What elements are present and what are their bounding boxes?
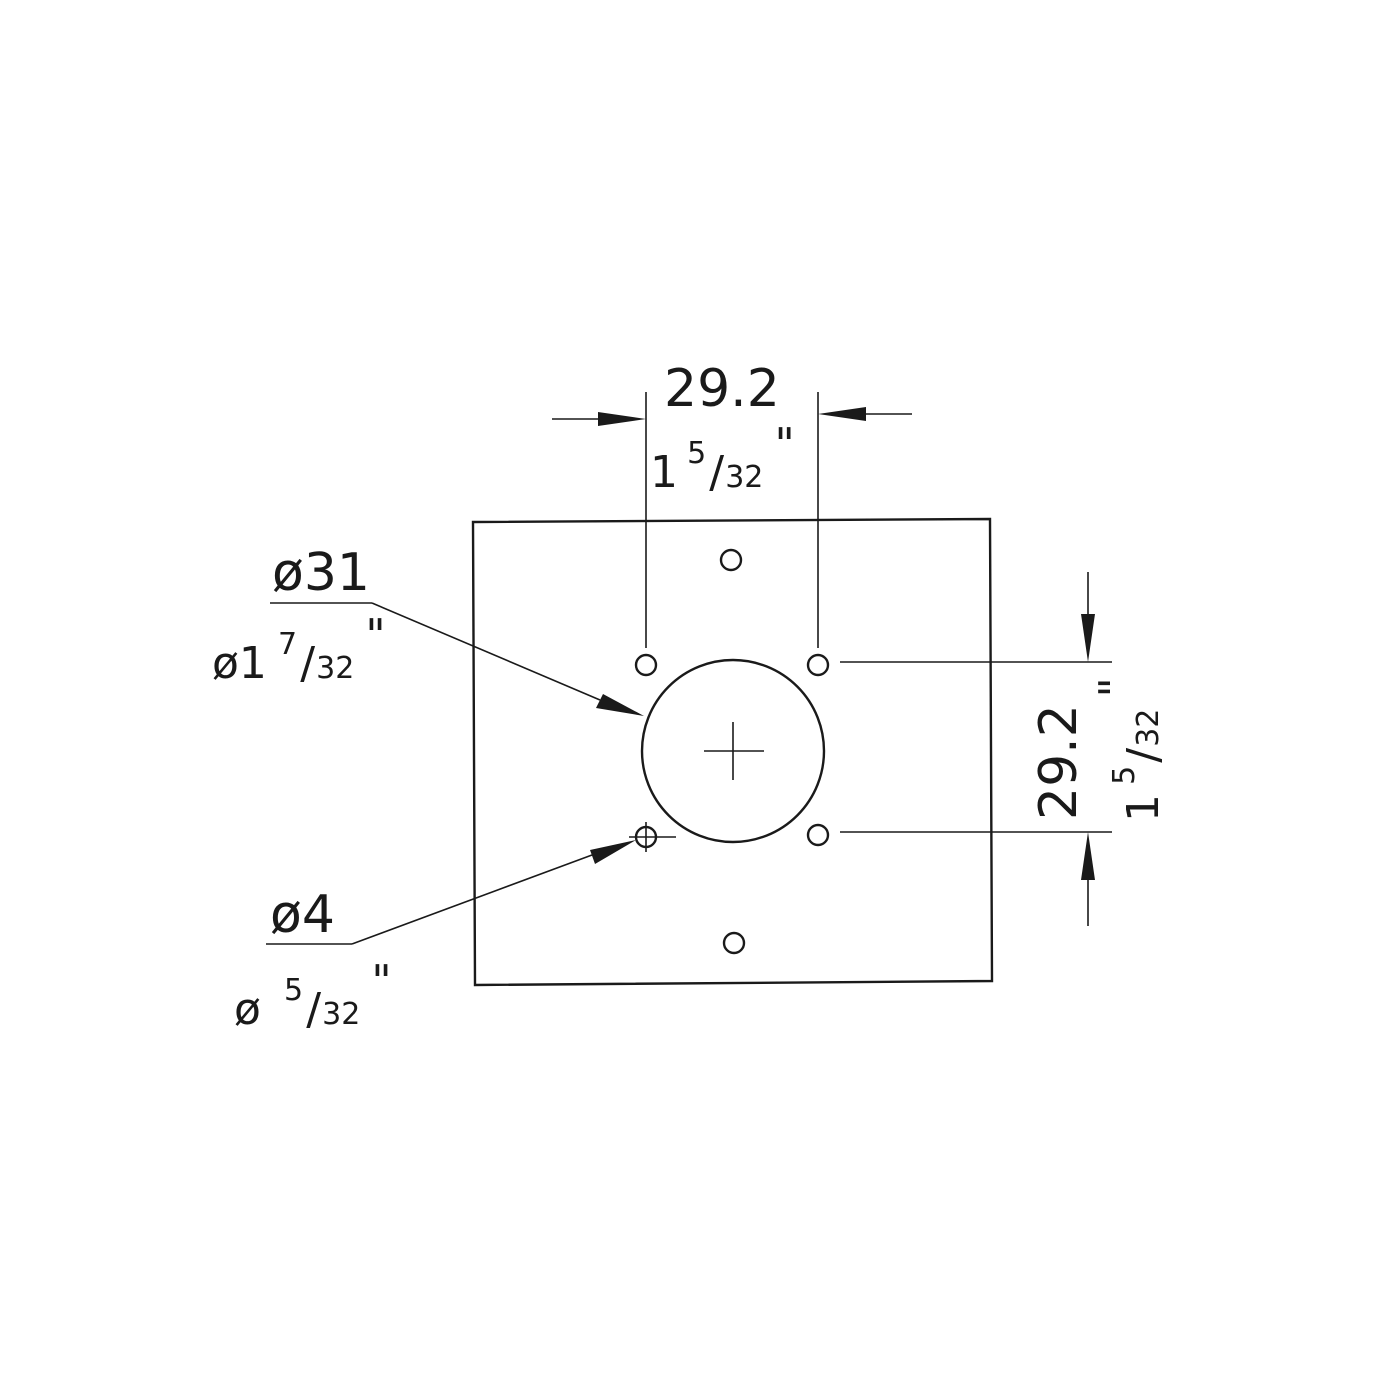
big-hole-callout-arrow [596, 694, 644, 716]
mounting-hole-top [719, 548, 743, 572]
top-dimension-metric: 29.2 [664, 359, 780, 419]
big-hole-metric-label: ø31 [272, 543, 370, 603]
right-dimension-metric: 29.2 [1029, 704, 1089, 820]
mounting-hole-lower-right [806, 823, 830, 847]
right-dimension-arrow-bottom [1081, 832, 1095, 880]
small-hole-callout-leader [351, 854, 593, 945]
right-dimension-imperial: 1 5 / 32 " [1090, 677, 1169, 822]
big-hole-callout-leader [371, 602, 601, 701]
center-large-hole [640, 658, 826, 844]
small-hole-imperial-label: ø 5 / 32 " [234, 956, 392, 1035]
top-dimension-arrow-left [598, 412, 646, 426]
mounting-hole-upper-left [634, 653, 658, 677]
top-dimension-arrow-right [818, 407, 866, 421]
small-hole-callout-arrow [590, 840, 636, 864]
small-hole-metric-label: ø4 [270, 885, 335, 945]
top-dimension-imperial: 1 5 / 32 " [650, 419, 795, 498]
big-hole-imperial-label: ø1 7 / 32 " [212, 610, 386, 689]
mounting-hole-upper-right [806, 653, 830, 677]
right-dimension-arrow-top [1081, 614, 1095, 662]
mounting-hole-bottom [722, 931, 746, 955]
